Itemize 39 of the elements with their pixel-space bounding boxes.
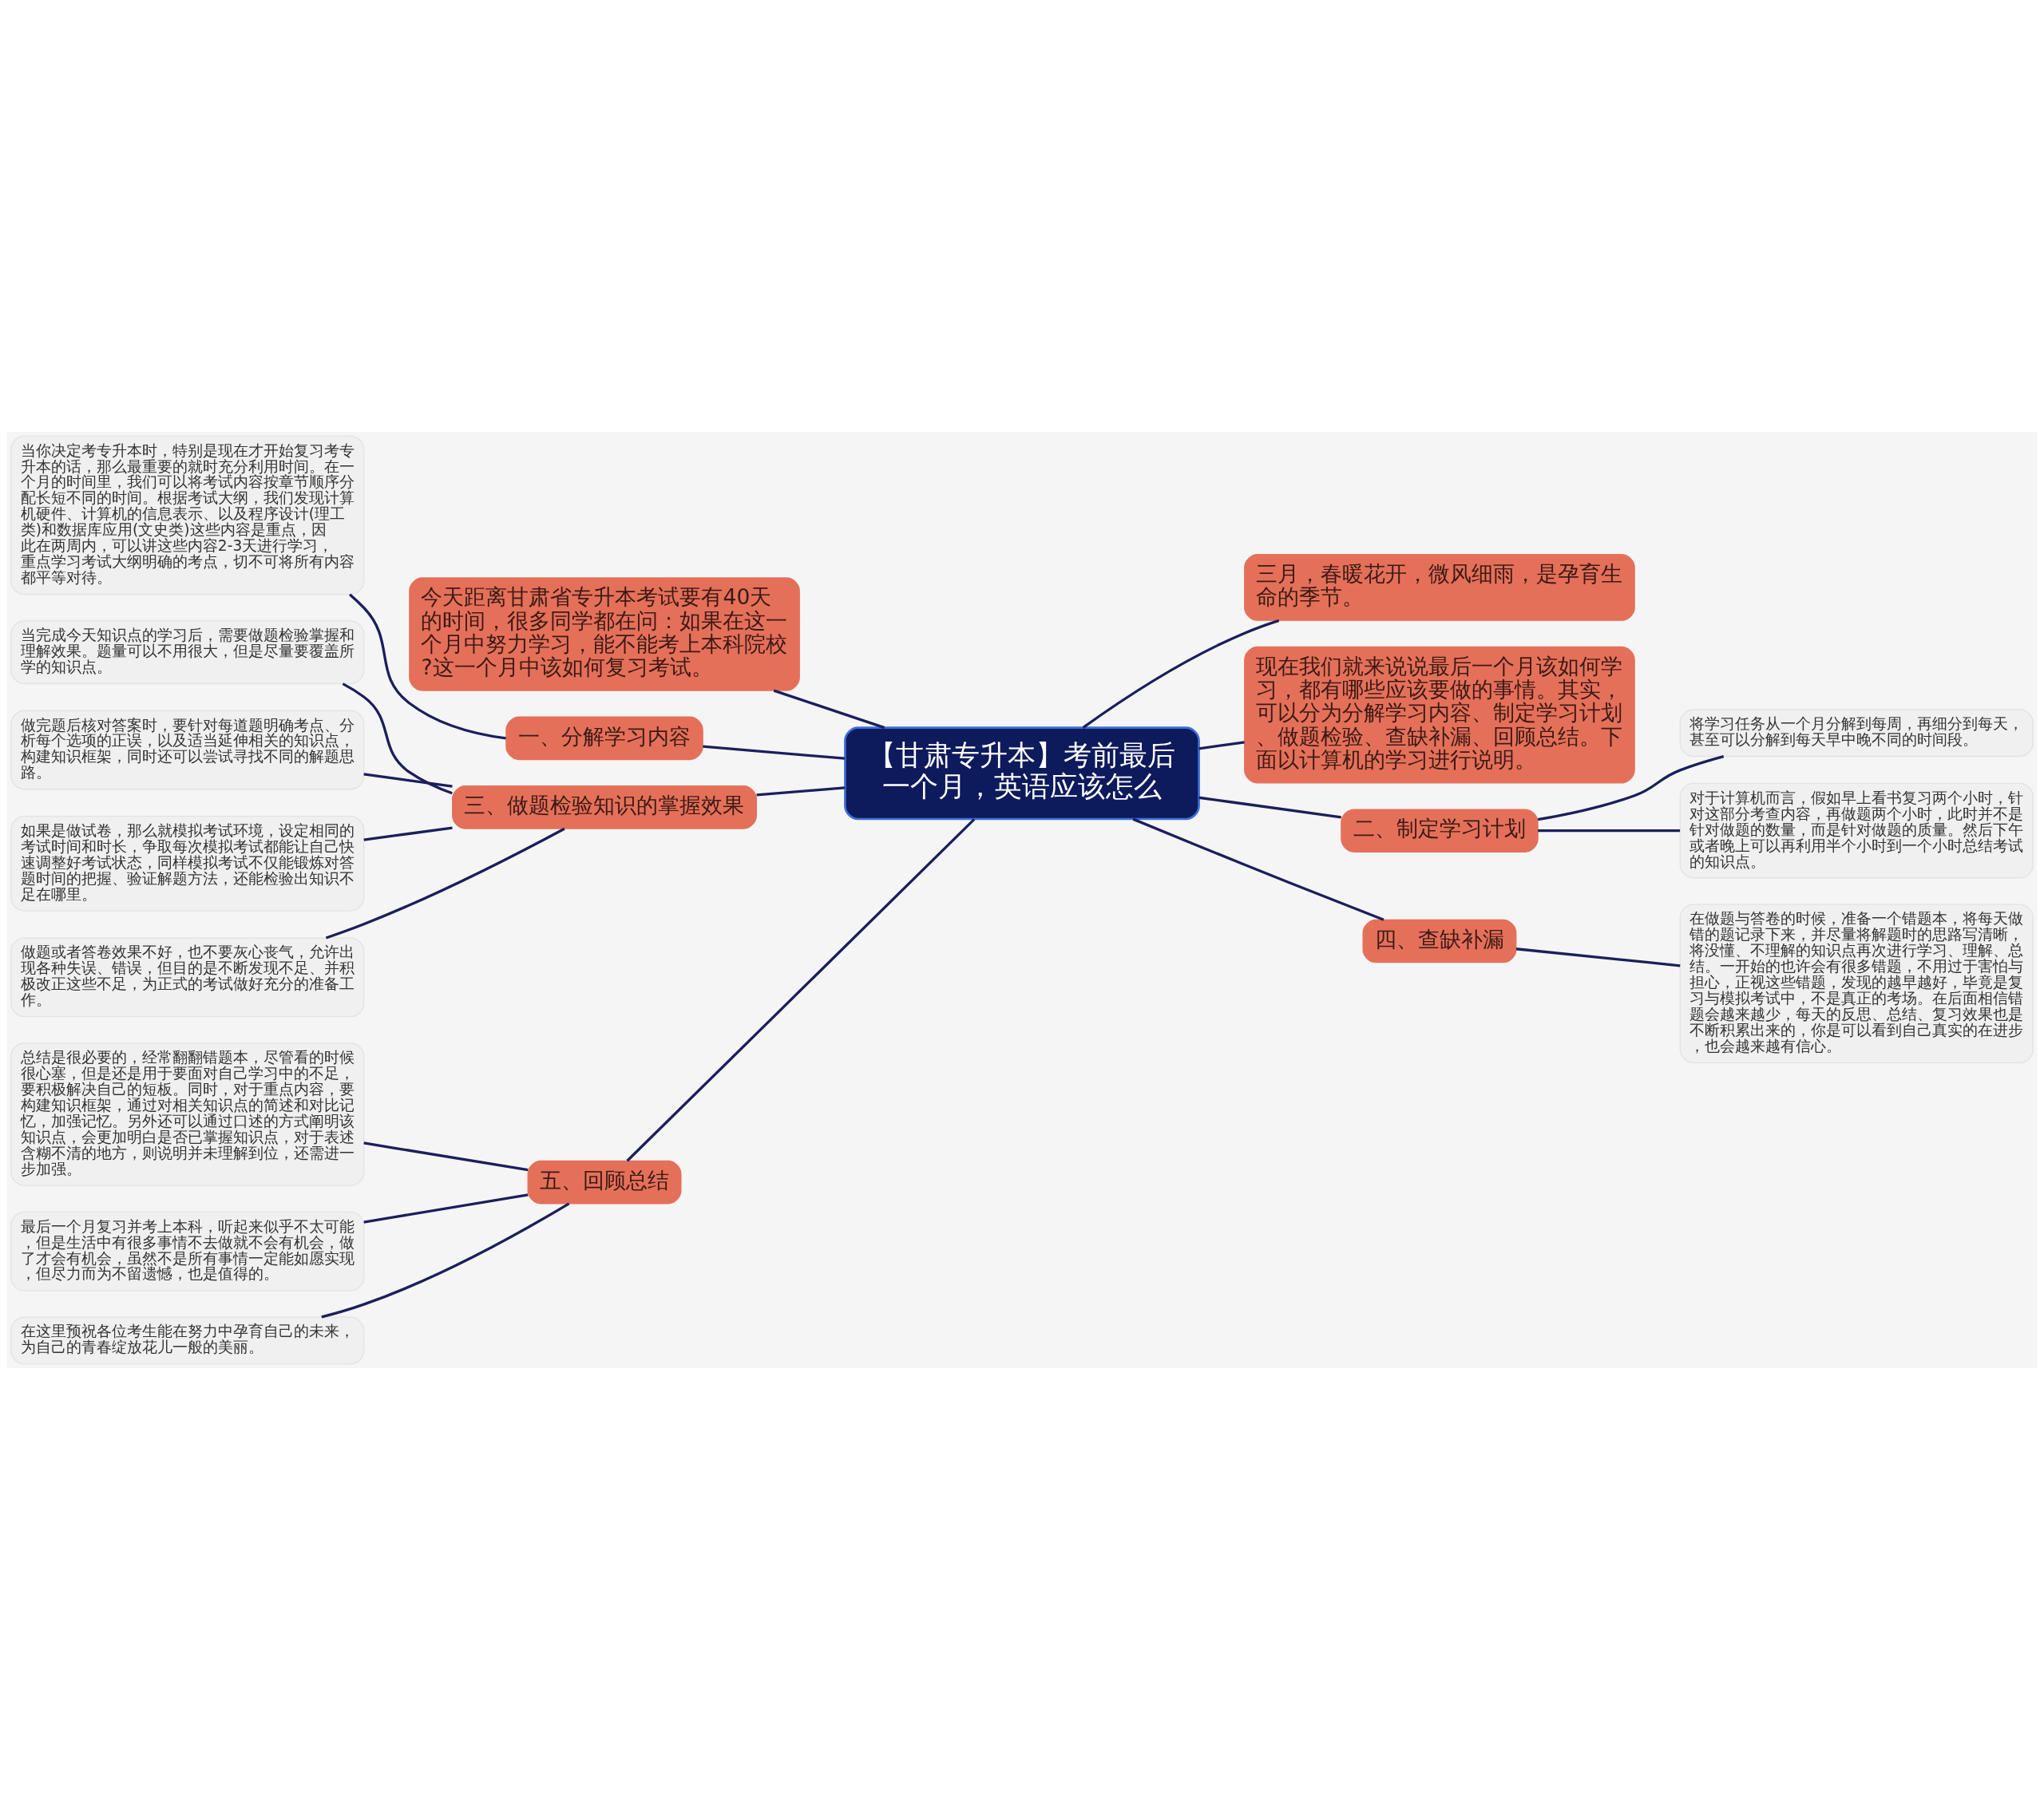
- connector: [1515, 947, 1681, 967]
- node-box: 如果是做试卷，那么就模拟考试环境，设定相同的考试时间和时长，争取每次模拟考试都能让自己快速调整好考试状态，同样模拟考试不仅能锻炼对答题时间的把握、验证解题方法，还能检验出知识不足在哪里。: [10, 816, 365, 912]
- connector: [363, 773, 453, 788]
- node-box: 今天距离甘肃省专升本考试要有40天的时间，很多同学都在问：如果在这一个月中努力学习，能不能考上本科院校?这一个月中该如何复习考试。: [409, 577, 800, 691]
- connector: [325, 827, 565, 940]
- node-box: 对于计算机而言，假如早上看书复习两个小时，针对这部分考查内容，再做题两个小时，此时并不是针对做题的数量，而是针对做题的质量。然后下午或者晚上可以再利用半个小时到一个小时总结考试的知识点。: [1679, 782, 2034, 879]
- connector: [1538, 829, 1681, 833]
- connector: [342, 682, 453, 795]
- connector: [1198, 741, 1245, 750]
- node-box: 总结是很必要的，经常翻翻错题本，尽管看的时候很心塞，但是还是用于要面对自己学习中的不足，要积极解决自己的短板。同时，对于重点内容，要构建知识框架，通过对相关知识点的简述和对比记忆，加强记忆。另外还可以通过口述的方式阐明该知识点，会更加明白是否已掌握知识点，对于表述含糊不清的地方，则说明并未理解到位，还需进一步加强。: [10, 1042, 365, 1186]
- node-box: 将学习任务从一个月分解到每周，再细分到每天，甚至可以分解到每天早中晚不同的时间段。: [1679, 709, 2034, 758]
- node-box: 当你决定考专升本时，特别是现在才开始复习考专升本的话，那么最重要的就时充分利用时间。在一个月的时间里，我们可以将考试内容按章节顺序分配长短不同的时间。根据考试大纲，我们发现计算机硬件、计算机的信息表示、以及程序设计(理工类)和数据库应用(文史类)这些内容是重点，因此在两周内，可以讲这些内容2-3天进行学习，重点学习考试大纲明确的考点，切不可将所有内容都平等对待。: [10, 435, 365, 595]
- connector: [1198, 796, 1341, 819]
- connector: [703, 745, 846, 760]
- connector: [773, 689, 885, 730]
- node-box: 现在我们就来说说最后一个月该如何学习，都有哪些应该要做的事情。其实，可以分为分解学习内容、制定学习计划、做题检验、查缺补漏、回顾总结。下面以计算机的学习进行说明。: [1244, 646, 1635, 784]
- node-box: 做完题后核对答案时，要针对每道题明确考点、分析每个选项的正误，以及适当延伸相关的知识点，构建知识框架，同时还可以尝试寻找不同的解题思路。: [10, 710, 365, 790]
- node-box: 三、做题检验知识的掌握效果: [452, 785, 757, 829]
- node-box: 最后一个月复习并考上本科，听起来似乎不太可能，但是生活中有很多事情不去做就不会有机会，做了才会有机会，虽然不是所有事情一定能如愿实现，但尽力而为不留遗憾，也是值得的。: [10, 1211, 365, 1292]
- node-box: 一、分解学习内容: [505, 716, 703, 761]
- connector: [1537, 755, 1725, 821]
- node-box: 【甘肃专升本】考前最后一个月，英语应该怎么: [844, 726, 1200, 821]
- connector: [363, 826, 453, 841]
- node-box: 二、制定学习计划: [1341, 809, 1539, 853]
- connector: [756, 786, 846, 797]
- connector: [321, 1202, 570, 1319]
- node-box: 当完成今天知识点的学习后，需要做题检验掌握和理解效果。题量可以不用很大，但是尽量要覆盖所学的知识点。: [10, 620, 365, 685]
- node-box: 在做题与答卷的时候，准备一个错题本，将每天做错的题记录下来，并尽量将解题时的思路写清晰，将没懂、不理解的知识点再次进行学习、理解、总结。一开始的也许会有很多错题，不用过于害怕与担心，正视这些错题，发现的越早越好，毕竟是复习与模拟考试中，不是真正的考场。在后面相信错题会越来越少，每天的反思、总结、复习效果也是不断积累出来的，你是可以看到自己真实的在进步，也会越来越有信心。: [1679, 904, 2034, 1064]
- node-box: 做题或者答卷效果不好，也不要灰心丧气，允许出现各种失误、错误，但目的是不断发现不足、并积极改正这些不足，为正式的考试做好充分的准备工作。: [10, 937, 365, 1018]
- connector: [349, 593, 506, 740]
- connector: [363, 1193, 529, 1224]
- connector: [1082, 619, 1280, 729]
- node-box: 在这里预祝各位考生能在努力中孕育自己的未来，为自己的青春绽放花儿一般的美丽。: [10, 1316, 365, 1365]
- node-box: 三月，春暖花开，微风细雨，是孕育生命的季节。: [1244, 554, 1635, 621]
- connector: [363, 1141, 529, 1172]
- node-box: 五、回顾总结: [527, 1160, 682, 1205]
- connector: [626, 818, 976, 1162]
- node-box: 四、查缺补漏: [1362, 919, 1517, 963]
- connector: [1132, 817, 1384, 921]
